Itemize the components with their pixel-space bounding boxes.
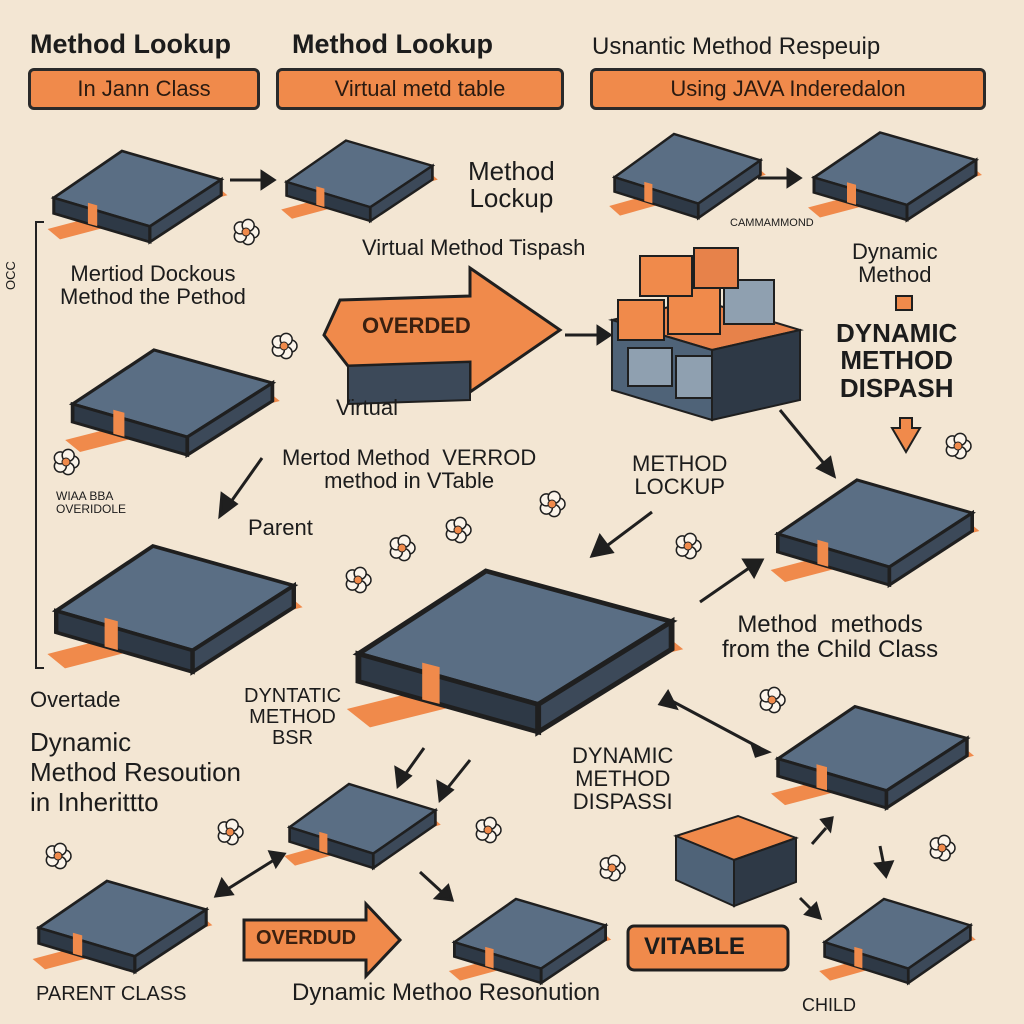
stacked-cubes	[608, 247, 804, 422]
flower-icon	[929, 834, 956, 862]
flower-icon	[539, 490, 566, 518]
flower-icon	[271, 332, 298, 360]
label-dynamic-resolution-bottom: Dynamic Methoo Resonution	[292, 979, 601, 1006]
flower-icon	[945, 432, 972, 460]
flower-icon	[475, 816, 502, 844]
label-small-overdude: WIAA BBA OVERIDOLE	[56, 489, 127, 516]
orange-down-arrow	[890, 417, 922, 454]
block-center-large	[347, 571, 683, 732]
flower-icon	[53, 448, 80, 476]
label-dyntatic: DYNTATIC METHOD BSR	[244, 685, 342, 749]
label-method-vtable: Mertod Method VERROD method in VTable	[282, 445, 537, 494]
flower-icon	[445, 516, 472, 544]
block-bottom-middle	[447, 897, 613, 985]
overded-arrow-shape	[322, 265, 563, 406]
block-top-left	[46, 149, 229, 244]
label-dynamic-dispass-mid: DYNAMIC METHOD DISPASSI	[572, 743, 674, 815]
header-2-title: Method Lookup	[292, 29, 493, 59]
block-bottom-center	[282, 782, 443, 870]
label-parent-class: PARENT CLASS	[36, 983, 187, 1005]
label-method-lookup-mid: METHOD LOCKUP	[632, 451, 728, 500]
flower-icon	[599, 854, 626, 882]
label-parent: Parent	[248, 515, 313, 540]
connector-arrows	[213, 167, 895, 921]
header-2-subtitle-pill: Virtual metd table	[276, 68, 564, 110]
orange-tab	[895, 295, 913, 311]
block-lower-left	[47, 546, 302, 672]
label-dynamic-method-top: Dynamic Method	[852, 239, 938, 288]
flower-icon	[217, 818, 244, 846]
block-right-lower	[769, 704, 976, 810]
header-3-subtitle-pill: Using JAVA Inderedalon	[590, 68, 986, 110]
label-dynamic-resolution-left: Dynamic Method Resoution in Inherittto	[30, 727, 242, 817]
flower-icon	[759, 686, 786, 714]
label-virtual-dispatch: Virtual Method Tispash	[362, 235, 586, 260]
header-3-subtitle: Using JAVA Inderedalon	[670, 76, 906, 101]
flower-icon	[45, 842, 72, 870]
label-tag-small: CAMMAMMOND	[730, 217, 814, 229]
flower-icon	[233, 218, 260, 246]
header-3-title: Usnantic Method Respeuip	[592, 33, 881, 60]
block-top-right	[806, 131, 984, 222]
label-child: CHILD	[802, 995, 857, 1015]
overdud-arrow-shape	[242, 900, 403, 980]
label-dynamic-dispatch-right: DYNAMIC METHOD DISPASH	[836, 318, 958, 403]
header-1-title: Method Lookup	[30, 29, 231, 59]
label-side-letters: OCC	[3, 261, 18, 290]
left-bracket	[35, 221, 44, 669]
flower-icon	[389, 534, 416, 562]
block-bottom-right	[817, 897, 978, 985]
vtable-pill-shape	[626, 924, 790, 972]
block-right-mid	[768, 478, 982, 587]
label-overdud-arrow: OVERDUD	[256, 927, 357, 949]
label-methods-child: Method methods from the Child Class	[722, 611, 939, 664]
block-top-second	[279, 139, 440, 223]
header-1-subtitle-pill: In Jann Class	[28, 68, 260, 110]
block-bottom-left	[31, 879, 214, 974]
header-1-subtitle: In Jann Class	[77, 76, 211, 101]
flower-decorations	[45, 218, 972, 882]
block-mid-left	[63, 348, 282, 457]
block-top-third	[607, 132, 768, 220]
label-overtade: Overtade	[30, 687, 121, 712]
label-method-lookup-left: Mertiod Dockous Method the Pethod	[60, 261, 246, 310]
label-vtable-pill: VITABLE	[644, 933, 745, 960]
header-2-subtitle: Virtual metd table	[334, 76, 506, 101]
orange-crate	[673, 814, 799, 908]
label-virtual: Virtual	[336, 395, 398, 420]
label-method-lookup-top: Method Lockup	[468, 156, 555, 214]
label-overded-arrow: OVERDED	[362, 313, 471, 338]
flower-icon	[675, 532, 702, 560]
flower-icon	[345, 566, 372, 594]
